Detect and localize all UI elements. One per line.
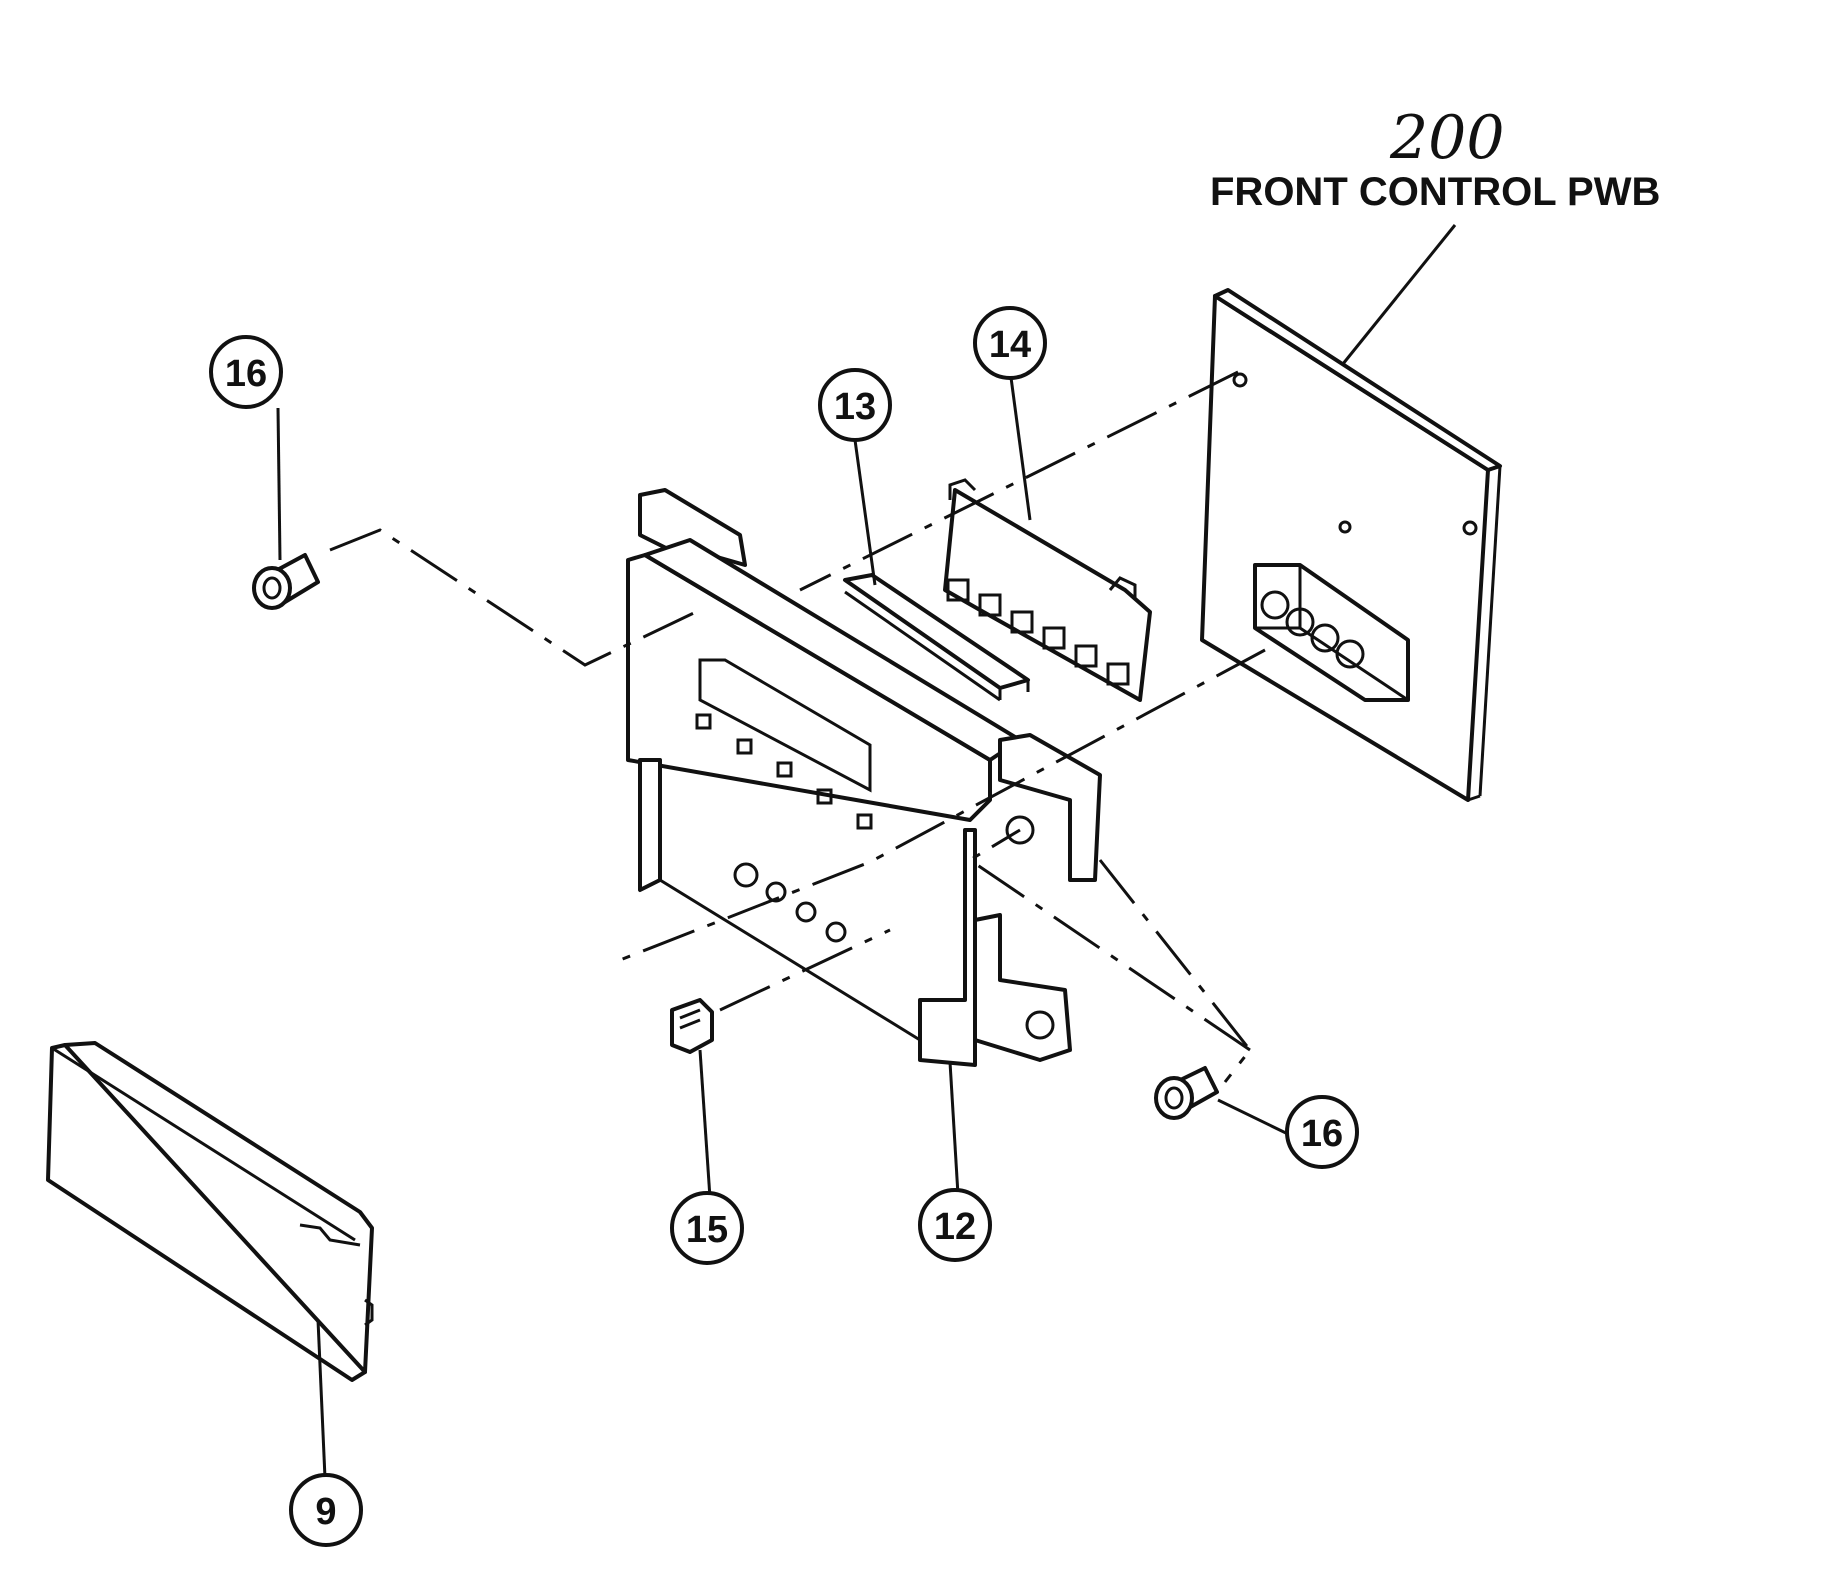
leader-16a xyxy=(276,407,282,561)
leader-13 xyxy=(853,439,877,586)
callout-14: 14 xyxy=(973,306,1047,380)
assembly-number: 200 xyxy=(1389,103,1505,173)
front-control-pwb xyxy=(1200,288,1502,802)
callout-12: 12 xyxy=(918,1188,992,1262)
leader-9 xyxy=(316,1319,327,1479)
callout-16-left: 16 xyxy=(209,335,283,409)
svg-text:12: 12 xyxy=(934,1206,976,1248)
callout-15: 15 xyxy=(670,1191,744,1265)
alignment-line-connector xyxy=(719,928,891,1012)
leader-15 xyxy=(698,1049,712,1199)
part-13-lcd-strip xyxy=(843,573,1030,702)
alignment-line-left-spacer xyxy=(329,528,701,667)
assembly-title: FRONT CONTROL PWB xyxy=(1210,170,1660,214)
svg-text:16: 16 xyxy=(1301,1113,1343,1155)
callout-9: 9 xyxy=(289,1473,363,1547)
part-14-switch-board xyxy=(943,478,1152,702)
svg-text:13: 13 xyxy=(834,386,876,428)
callout-13: 13 xyxy=(818,368,892,442)
svg-text:9: 9 xyxy=(315,1491,336,1533)
alignment-line-holder-lower xyxy=(1098,859,1252,1083)
part-9-cover-panel xyxy=(46,1041,374,1382)
part-12-front-holder xyxy=(626,488,1102,1067)
alignment-line-right-spacer xyxy=(967,828,1251,1052)
part-15-connector xyxy=(670,998,714,1054)
svg-text:14: 14 xyxy=(989,324,1031,366)
leader-14 xyxy=(1008,369,1032,521)
callout-16-right: 16 xyxy=(1285,1095,1359,1169)
part-16-spacer-left xyxy=(252,553,320,610)
title-leader-line xyxy=(1328,224,1457,381)
part-16-spacer-right xyxy=(1154,1066,1219,1120)
alignment-line-board-top xyxy=(799,370,1239,592)
leader-16b xyxy=(1217,1098,1291,1137)
svg-text:16: 16 xyxy=(225,353,267,395)
svg-text:15: 15 xyxy=(686,1209,728,1251)
leader-12 xyxy=(948,1061,960,1196)
